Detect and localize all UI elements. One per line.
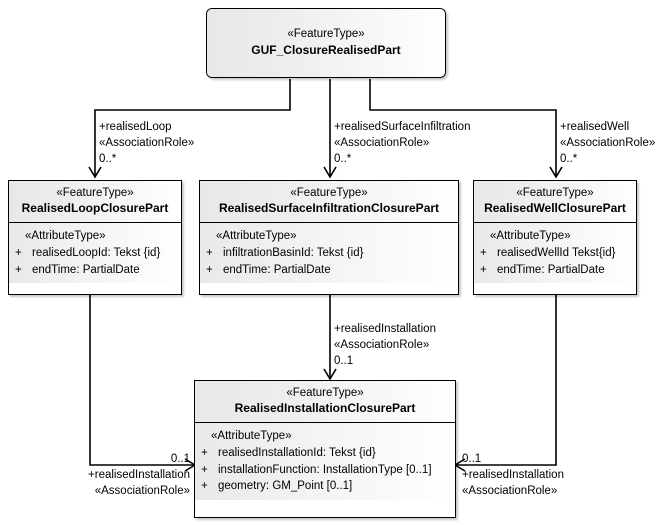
association-stereotype: «AssociationRole» (94, 484, 190, 497)
class-header: «FeatureType» RealisedLoopClosurePart (9, 181, 181, 224)
class-title: RealisedWellClosurePart (484, 201, 626, 216)
association-multiplicity: 0..1 (334, 354, 354, 367)
attribute-visibility: + (15, 247, 22, 260)
association-multiplicity: 0..* (99, 152, 117, 165)
attribute-visibility: + (201, 447, 208, 460)
class-stereotype: «FeatureType» (290, 187, 368, 199)
class-stereotype: «FeatureType» (56, 187, 134, 199)
association-multiplicity: 0..1 (462, 453, 482, 465)
attribute-text: realisedWellId Tekst{id} (497, 247, 616, 260)
association-label-realised-surface-infiltration: +realisedSurfaceInfiltration «Associatio… (334, 120, 470, 168)
class-title: RealisedInstallationClosurePart (234, 401, 416, 416)
attribute-row: + endTime: PartialDate (480, 262, 632, 279)
attribute-text: installationFunction: InstallationType [… (218, 463, 432, 476)
class-title: GUF_ClosureRealisedPart (251, 42, 401, 57)
class-header: «FeatureType» RealisedInstallationClosur… (195, 381, 455, 424)
association-multiplicity: 0..* (560, 152, 578, 165)
attribute-visibility: + (480, 263, 487, 276)
association-role: +realisedInstallation (334, 323, 436, 335)
attribute-stereotype: «AttributeType» (490, 230, 571, 243)
class-stereotype: «FeatureType» (286, 387, 364, 399)
attribute-visibility: + (15, 263, 22, 276)
attribute-text: geometry: GM_Point [0..1] (218, 480, 353, 493)
class-header: «FeatureType» RealisedSurfaceInfiltratio… (200, 181, 458, 224)
class-title: RealisedSurfaceInfiltrationClosurePart (218, 201, 440, 216)
class-box-realised-loop-closure-part[interactable]: «FeatureType» RealisedLoopClosurePart «A… (8, 180, 182, 295)
attribute-row: + infiltrationBasinId: Tekst {id} (206, 245, 454, 262)
attribute-stereotype: «AttributeType» (211, 430, 292, 443)
class-attributes: «AttributeType» + infiltrationBasinId: T… (200, 223, 458, 284)
class-box-guf-closure-realised-part[interactable]: «FeatureType» GUF_ClosureRealisedPart (206, 8, 446, 78)
attribute-visibility: + (480, 247, 487, 260)
attribute-row: + realisedInstallationId: Tekst {id} (201, 445, 451, 462)
attribute-text: endTime: PartialDate (32, 263, 140, 276)
attribute-visibility: + (206, 247, 213, 260)
attribute-row: + endTime: PartialDate (15, 262, 177, 279)
attribute-row: + geometry: GM_Point [0..1] (201, 478, 451, 495)
attribute-row: + endTime: PartialDate (206, 262, 454, 279)
association-line-realised-installation-left (89, 295, 197, 472)
association-role: +realisedInstallation (88, 468, 190, 481)
association-stereotype: «AssociationRole» (334, 136, 430, 149)
association-label-realised-installation-left: 0..1 +realisedInstallation «AssociationR… (0, 452, 190, 500)
association-multiplicity: 0..1 (170, 453, 190, 465)
attribute-stereotype: «AttributeType» (216, 230, 297, 243)
class-header: «FeatureType» GUF_ClosureRealisedPart (207, 9, 445, 77)
association-label-realised-installation-middle: +realisedInstallation «AssociationRole» … (334, 322, 436, 370)
association-role: +realisedLoop (99, 121, 172, 133)
class-box-realised-installation-closure-part[interactable]: «FeatureType» RealisedInstallationClosur… (194, 380, 456, 518)
class-title: RealisedLoopClosurePart (21, 201, 169, 216)
association-role: +realisedInstallation (462, 468, 564, 481)
class-stereotype: «FeatureType» (516, 187, 594, 199)
attribute-text: realisedInstallationId: Tekst {id} (218, 447, 376, 460)
association-role: +realisedSurfaceInfiltration (334, 121, 471, 133)
association-multiplicity: 0..* (334, 152, 352, 165)
class-box-realised-surface-infiltration-closure-part[interactable]: «FeatureType» RealisedSurfaceInfiltratio… (199, 180, 459, 295)
class-attributes: «AttributeType» + realisedWellId Tekst{i… (474, 223, 636, 284)
class-box-realised-well-closure-part[interactable]: «FeatureType» RealisedWellClosurePart «A… (473, 180, 637, 295)
attribute-row: + installationFunction: InstallationType… (201, 462, 451, 479)
association-label-realised-loop: +realisedLoop «AssociationRole» 0..* (99, 120, 194, 168)
attribute-visibility: + (206, 263, 213, 276)
attribute-text: endTime: PartialDate (497, 263, 605, 276)
attribute-stereotype: «AttributeType» (25, 230, 106, 243)
attribute-text: realisedLoopId: Tekst {id} (32, 247, 161, 260)
attribute-row: + realisedWellId Tekst{id} (480, 245, 632, 262)
association-stereotype: «AssociationRole» (99, 136, 195, 149)
association-line-realised-installation-right (453, 295, 557, 472)
class-attributes: «AttributeType» + realisedInstallationId… (195, 423, 455, 501)
association-stereotype: «AssociationRole» (334, 338, 430, 351)
attribute-text: infiltrationBasinId: Tekst {id} (223, 247, 364, 260)
attribute-visibility: + (201, 480, 208, 493)
association-label-realised-installation-right: 0..1 +realisedInstallation «AssociationR… (462, 452, 564, 500)
association-label-realised-well: +realisedWell «AssociationRole» 0..* (560, 120, 655, 168)
association-stereotype: «AssociationRole» (560, 136, 656, 149)
attribute-visibility: + (201, 463, 208, 476)
class-header: «FeatureType» RealisedWellClosurePart (474, 181, 636, 224)
class-attributes: «AttributeType» + realisedLoopId: Tekst … (9, 223, 181, 284)
class-stereotype: «FeatureType» (287, 28, 365, 41)
association-role: +realisedWell (560, 121, 630, 133)
attribute-text: endTime: PartialDate (223, 263, 331, 276)
association-stereotype: «AssociationRole» (462, 484, 558, 497)
attribute-row: + realisedLoopId: Tekst {id} (15, 245, 177, 262)
